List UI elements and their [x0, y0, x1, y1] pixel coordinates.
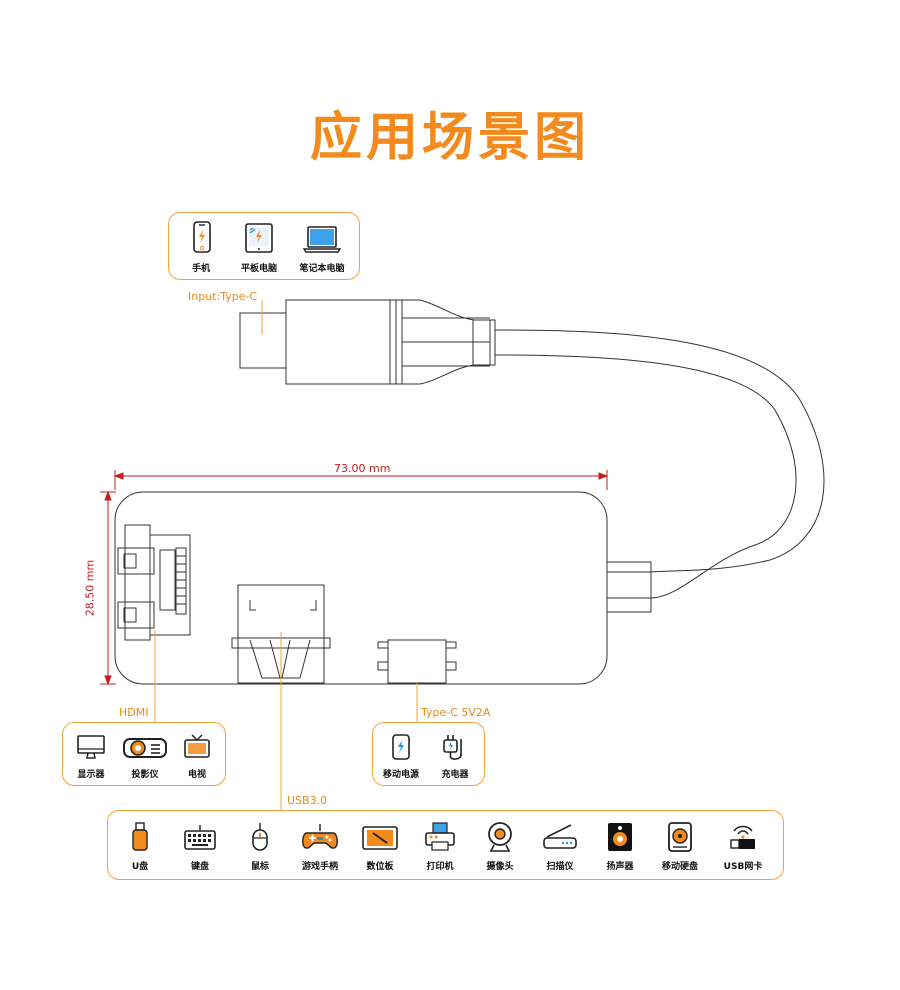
device-webcam: 摄像头	[470, 821, 530, 872]
device-label: 摄像头	[486, 862, 514, 872]
device-label: 扬声器	[606, 862, 634, 872]
device-mouse: 鼠标	[230, 821, 290, 872]
device-speaker: 扬声器	[590, 821, 650, 872]
device-usb-wifi: USB网卡	[710, 821, 776, 872]
gamepad-icon	[302, 824, 338, 849]
device-power-bank: 移动电源	[373, 733, 429, 780]
device-label: 平板电脑	[240, 264, 277, 274]
external-drive-icon	[668, 822, 692, 852]
device-monitor: 显示器	[63, 733, 119, 780]
device-label: 游戏手柄	[301, 862, 338, 872]
monitor-icon	[77, 735, 105, 759]
device-tablet: 平板电脑	[229, 221, 289, 274]
device-label: 鼠标	[250, 862, 269, 872]
device-laptop: 笔记本电脑	[289, 221, 355, 274]
height-dimension: 28.50 mm	[83, 559, 97, 617]
hdmi-port-label: HDMI	[119, 706, 149, 719]
device-label: 打印机	[426, 862, 454, 872]
device-usb-drive: U盘	[110, 821, 170, 872]
device-label: 扫描仪	[546, 862, 574, 872]
drawing-tablet-icon	[362, 826, 398, 850]
laptop-icon	[302, 226, 342, 253]
device-scanner: 扫描仪	[530, 821, 590, 872]
projector-icon	[123, 738, 167, 758]
device-label: 手机	[191, 264, 210, 274]
device-label: 移动电源	[382, 770, 419, 780]
phone-icon	[193, 221, 211, 253]
device-label: 笔记本电脑	[299, 264, 345, 274]
device-label: 显示器	[77, 770, 105, 780]
device-printer: 打印机	[410, 821, 470, 872]
device-label: 键盘	[190, 862, 209, 872]
device-label: 充电器	[441, 770, 469, 780]
device-label: USB网卡	[723, 862, 763, 872]
power-port-label: Type-C 5V2A	[421, 706, 491, 719]
scanner-icon	[543, 824, 577, 849]
device-label: 数位板	[366, 862, 394, 872]
tablet-icon	[245, 223, 273, 253]
usb-drive-icon	[132, 822, 148, 851]
speaker-icon	[608, 823, 632, 851]
power-bank-icon	[392, 734, 410, 760]
input-devices-box: 手机 平板电脑 笔记本电脑	[168, 212, 360, 280]
device-label: 移动硬盘	[661, 862, 698, 872]
charger-icon	[443, 735, 462, 760]
usb-wifi-icon	[730, 825, 755, 849]
tv-icon	[184, 734, 210, 758]
page-title: 应用场景图	[309, 108, 590, 168]
device-charger: 充电器	[427, 733, 483, 780]
power-devices-box: 移动电源 充电器	[372, 722, 485, 786]
device-projector: 投影仪	[117, 733, 173, 780]
device-label: 投影仪	[131, 770, 159, 780]
device-label: 电视	[187, 770, 206, 780]
width-dimension: 73.00 mm	[334, 462, 391, 475]
mouse-icon	[252, 823, 268, 851]
webcam-icon	[488, 822, 512, 852]
device-phone: 手机	[171, 221, 231, 274]
usb-devices-box: U盘 键盘 鼠标 游戏手柄	[107, 810, 784, 880]
usb-port-label: USB3.0	[287, 794, 328, 807]
device-label: U盘	[131, 862, 149, 872]
printer-icon	[425, 822, 455, 851]
device-drawing-tablet: 数位板	[350, 821, 410, 872]
device-gamepad: 游戏手柄	[290, 821, 350, 872]
hdmi-devices-box: 显示器 投影仪 电视	[62, 722, 226, 786]
device-external-drive: 移动硬盘	[650, 821, 710, 872]
input-port-label: Input:Type-C	[188, 290, 258, 303]
keyboard-icon	[184, 825, 216, 850]
device-tv: 电视	[169, 733, 225, 780]
device-keyboard: 键盘	[170, 821, 230, 872]
